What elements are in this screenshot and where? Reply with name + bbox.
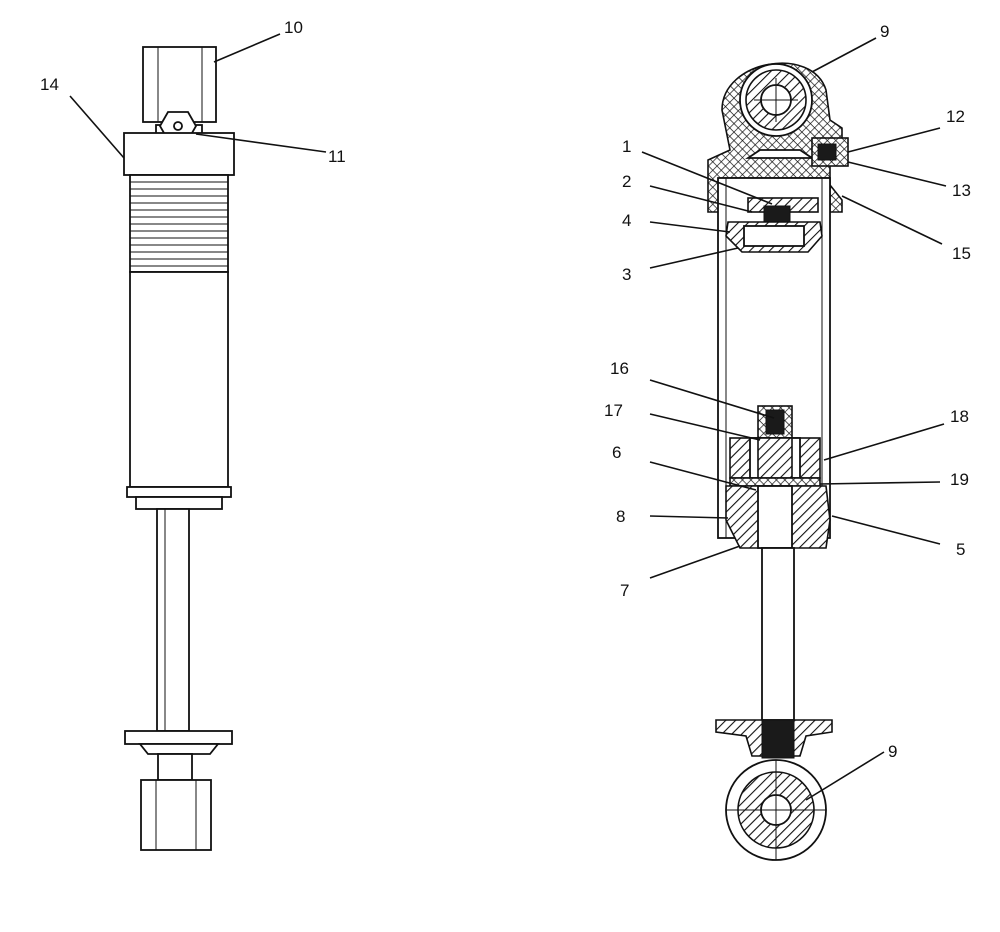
callout-labels: 10 14 11 9 12 1 2 13 4 15 3 16 17 18 6 1…	[40, 18, 971, 761]
callout-11: 11	[328, 147, 346, 166]
piston-assembly	[725, 405, 831, 549]
cross-section-lower-seat	[715, 719, 833, 759]
callout-9-upper: 9	[880, 22, 889, 41]
callout-8: 8	[616, 507, 625, 526]
leader-lines	[69, 33, 947, 801]
callout-18: 18	[950, 407, 969, 426]
callout-4: 4	[622, 211, 631, 230]
callout-1: 1	[622, 137, 631, 156]
callout-10: 10	[284, 18, 303, 37]
lower-spring-seat	[124, 730, 233, 781]
callout-9-lower: 9	[888, 742, 897, 761]
cross-section-view	[707, 62, 849, 861]
callout-16: 16	[610, 359, 629, 378]
callout-7: 7	[620, 581, 629, 600]
external-view	[123, 46, 235, 851]
lower-eyelet	[140, 779, 212, 851]
callout-13: 13	[952, 181, 971, 200]
callout-19: 19	[950, 470, 969, 489]
callout-5: 5	[956, 540, 965, 559]
callout-2: 2	[622, 172, 631, 191]
upper-eyelet	[142, 46, 217, 123]
piston-rod	[156, 508, 190, 732]
shock-body	[126, 271, 232, 510]
callout-3: 3	[622, 265, 631, 284]
callout-14: 14	[40, 75, 59, 94]
cross-section-lower-eye	[725, 759, 827, 861]
callout-17: 17	[604, 401, 623, 420]
callout-12: 12	[946, 107, 965, 126]
callout-15: 15	[952, 244, 971, 263]
bleed-screw	[811, 137, 849, 167]
threaded-body	[129, 174, 229, 273]
end-cap	[123, 132, 235, 176]
upper-head	[707, 62, 843, 213]
callout-6: 6	[612, 443, 621, 462]
cross-section-rod	[761, 547, 795, 721]
